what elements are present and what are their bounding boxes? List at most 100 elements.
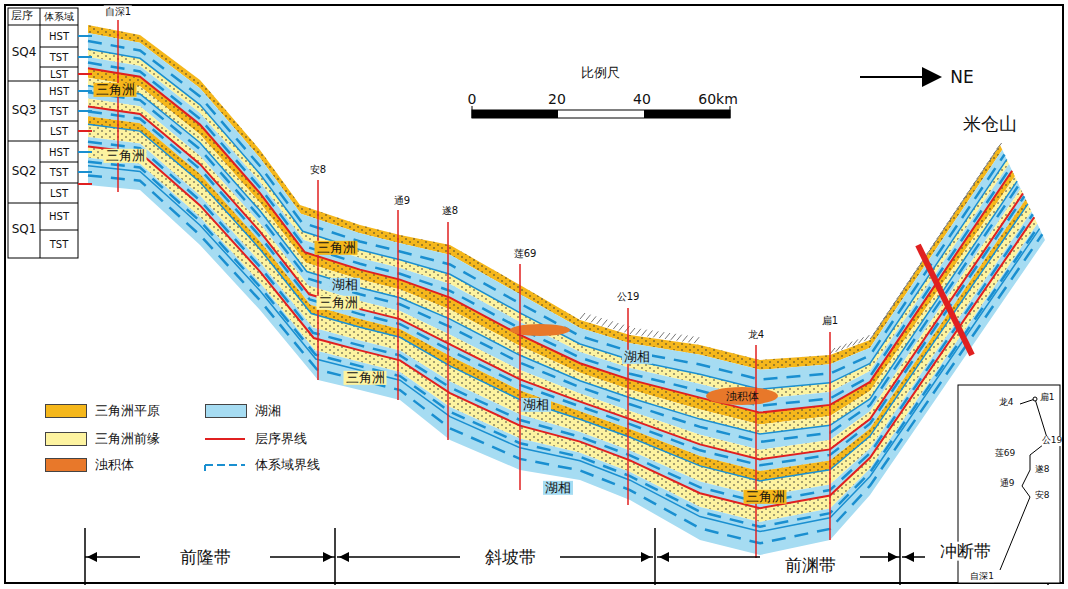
hatch xyxy=(671,334,676,340)
sequence-boundary xyxy=(88,147,1034,509)
dashed-line xyxy=(88,175,1042,543)
hatch xyxy=(883,313,888,319)
facies-label: 湖相 xyxy=(622,350,652,364)
hatch xyxy=(990,153,995,159)
well-line xyxy=(397,210,399,400)
facies-label: 三角洲 xyxy=(317,296,360,310)
well-line xyxy=(519,264,521,490)
hatch xyxy=(688,336,693,342)
legend-swatch xyxy=(205,404,247,418)
facies-label: 湖相 xyxy=(330,278,360,292)
hatch xyxy=(913,268,918,274)
hatch xyxy=(887,308,892,314)
hatch xyxy=(890,303,895,309)
facies-label: 三角洲 xyxy=(94,83,137,97)
turbidite xyxy=(706,387,778,405)
table-cell: 体系域 xyxy=(44,11,74,22)
hatch xyxy=(993,148,998,154)
table-cell: LST xyxy=(50,69,68,80)
table-cell: LST xyxy=(50,126,68,137)
hatch xyxy=(877,323,882,329)
sequence-boundary xyxy=(88,68,1012,412)
map-label: 米仓山 xyxy=(963,114,1017,134)
hatch xyxy=(853,339,858,345)
map-label: 冲断带 xyxy=(940,542,991,561)
legend-text: 体系域界线 xyxy=(255,456,320,474)
facies-label: 三角洲 xyxy=(315,241,358,255)
hatch xyxy=(907,278,912,284)
well-name: 通9 xyxy=(393,195,411,206)
table-cell: TST xyxy=(50,167,69,178)
table-cell: HST xyxy=(49,147,69,158)
map-label: 60km xyxy=(698,92,738,107)
hatch xyxy=(953,208,958,214)
table-cell: LST xyxy=(50,188,68,199)
well-name: 安8 xyxy=(309,164,327,175)
well-line xyxy=(627,308,629,505)
hatch xyxy=(900,288,905,294)
well-name: 遂8 xyxy=(441,205,459,216)
well-name: 扁1 xyxy=(1040,393,1055,403)
facies-label: 三角洲 xyxy=(104,149,147,163)
hatch xyxy=(630,328,635,334)
legend-swatch xyxy=(45,458,87,472)
hatch xyxy=(677,335,682,341)
map-label: 0 xyxy=(468,92,477,107)
hatch xyxy=(586,315,591,321)
well-name: 安8 xyxy=(1035,491,1050,501)
well-name: 公19 xyxy=(616,291,641,302)
well-line xyxy=(755,345,757,558)
hatch xyxy=(613,323,618,329)
tract-boundary xyxy=(88,166,1040,532)
table-cell: HST xyxy=(49,31,69,42)
hatch xyxy=(864,335,869,341)
hatch xyxy=(943,223,948,229)
map-label: 前隆带 xyxy=(180,548,231,567)
table-cell: HST xyxy=(49,211,69,222)
tract-boundary xyxy=(88,49,1007,389)
well-name: 扁1 xyxy=(821,315,839,326)
hatch xyxy=(950,213,955,219)
well-line xyxy=(447,222,449,440)
facies-label: 浊积体 xyxy=(726,391,759,403)
hatch xyxy=(880,318,885,324)
hatch xyxy=(987,158,992,164)
hatch xyxy=(665,333,670,339)
hatch xyxy=(694,337,699,343)
legend-text: 湖湘 xyxy=(255,402,281,420)
hatch xyxy=(608,321,613,327)
well-name: 龙4 xyxy=(999,398,1014,408)
table-cell: SQ3 xyxy=(12,104,37,117)
hatch xyxy=(642,330,647,336)
tract-boundary xyxy=(88,124,1028,481)
well-line xyxy=(317,180,319,380)
facies-label: 湖相 xyxy=(543,481,573,495)
legend-text: 三角洲前缘 xyxy=(95,430,160,448)
legend-text: 浊积体 xyxy=(95,456,134,474)
hatch xyxy=(873,328,878,334)
well-name: 通9 xyxy=(1000,479,1015,489)
hatch xyxy=(602,320,607,326)
hatch xyxy=(967,188,972,194)
hatch xyxy=(980,168,985,174)
hatch xyxy=(870,333,875,339)
hatch xyxy=(910,273,915,279)
facies-band xyxy=(88,166,1045,555)
map-label: NE xyxy=(950,68,973,87)
table-cell: HST xyxy=(49,86,69,97)
well-name: 龙4 xyxy=(747,329,765,340)
hatch xyxy=(841,344,846,350)
tract-boundary xyxy=(88,86,1017,434)
hatch xyxy=(957,203,962,209)
well-line xyxy=(117,20,119,192)
hatch xyxy=(683,336,688,342)
hatch xyxy=(927,248,932,254)
well-name: 自深1 xyxy=(970,572,994,582)
hatch xyxy=(933,238,938,244)
hatch xyxy=(973,178,978,184)
hatch xyxy=(937,233,942,239)
hatch xyxy=(659,332,664,338)
hatch xyxy=(970,183,975,189)
sequence-boundary xyxy=(88,107,1023,460)
table-cell: SQ1 xyxy=(12,223,37,236)
